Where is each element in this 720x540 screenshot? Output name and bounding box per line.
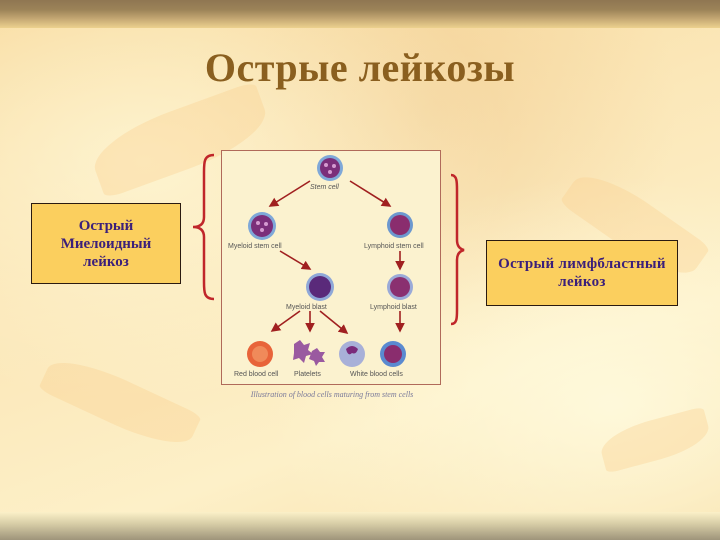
label-myeloid-stem-cell: Myeloid stem cell: [228, 243, 282, 250]
right-brace-icon: [450, 173, 465, 326]
bottom-decorative-band: [0, 512, 720, 540]
label-red-blood-cell: Red blood cell: [234, 371, 279, 378]
box-line: Острый: [78, 217, 134, 234]
label-lymphoid-stem-cell: Lymphoid stem cell: [364, 243, 424, 250]
slide-title: Острые лейкозы: [204, 45, 516, 90]
label-stem-cell: Stem cell: [310, 184, 339, 191]
label-myeloid-blast: Myeloid blast: [286, 304, 327, 311]
label-platelets: Platelets: [294, 371, 321, 378]
box-line: лейкоз: [558, 274, 606, 290]
figure-caption: Illustration of blood cells maturing fro…: [250, 390, 414, 399]
acute-lymphoblastic-leukemia-box: Острый лимфбластный лейкоз: [486, 240, 678, 306]
box-line: Острый лимфбластный: [498, 256, 666, 272]
box-line: лейкоз: [83, 253, 129, 270]
label-white-blood-cells: White blood cells: [350, 371, 403, 378]
left-brace-icon: [192, 153, 215, 301]
acute-myeloid-leukemia-box: Острый Миелоидный лейкоз: [31, 203, 181, 284]
box-line: Миелоидный: [60, 235, 152, 252]
label-lymphoid-blast: Lymphoid blast: [370, 304, 417, 311]
top-decorative-band: [0, 0, 720, 28]
blood-cell-diagram: Stem cell Myeloid stem cell Lymphoid ste…: [221, 150, 441, 385]
